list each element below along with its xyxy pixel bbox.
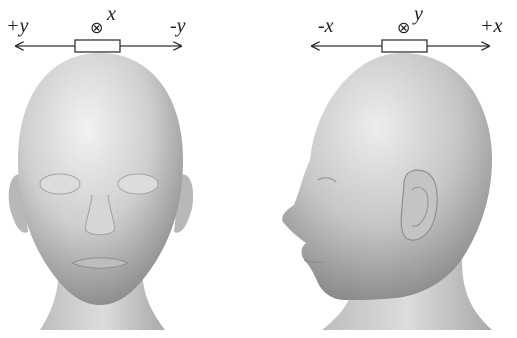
front-right-label: -y (170, 15, 186, 37)
side-axis-label: y (412, 3, 423, 25)
front-right-eye (118, 174, 158, 194)
side-otimes-symbol: ⊗ (397, 18, 410, 37)
front-axis-label: x (106, 3, 116, 25)
side-sensor-box (382, 40, 427, 52)
side-left-label: -x (318, 15, 334, 37)
front-sensor-box (75, 40, 120, 52)
side-view: -x +x ⊗ y (282, 3, 502, 330)
side-right-label: +x (480, 15, 502, 37)
front-view: +y -y ⊗ x (6, 3, 193, 330)
front-otimes-symbol: ⊗ (90, 18, 103, 37)
front-left-label: +y (6, 15, 28, 37)
front-left-eye (40, 174, 80, 194)
